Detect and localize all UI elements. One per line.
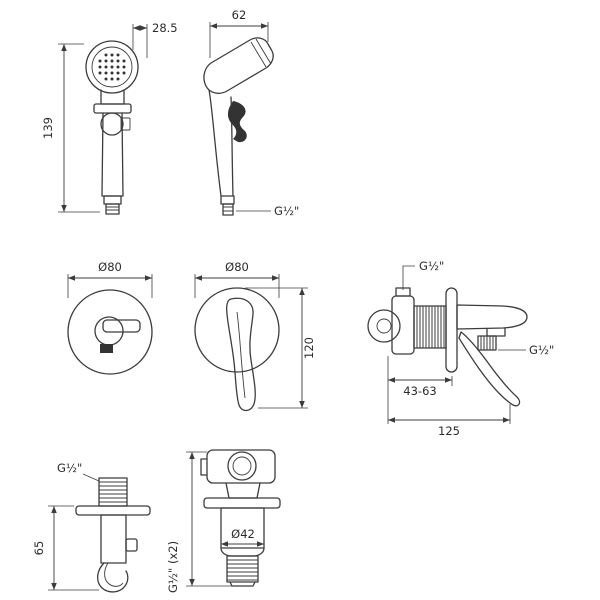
handshower-front-figure: 139 28.5 (41, 21, 178, 215)
thread-callout-bottom: G½" (236, 204, 299, 218)
thread-label-g12-x2: G½" (x2) (166, 541, 180, 593)
dim-label-120: 120 (302, 337, 316, 359)
dimension-d42: Ø42 (221, 527, 264, 547)
dimension-65: 65 (32, 505, 99, 591)
dimension-62: 62 (209, 8, 269, 58)
dim-label-65: 65 (32, 541, 46, 556)
dim-label-43-63: 43-63 (403, 384, 436, 398)
wall-holder-figure: G½" 65 (32, 461, 151, 593)
dimension-g12-x2: G½" (x2) (166, 451, 232, 593)
dim-label-d80-left: Ø80 (98, 260, 122, 274)
thread-callout-holder: G½" (57, 461, 100, 482)
thread-callout-top: G½" (402, 259, 444, 290)
dim-label-d80-center: Ø80 (225, 260, 249, 274)
dim-label-139: 139 (41, 117, 55, 139)
wall-elbow-figure: Ø42 G½" (x2) (166, 449, 281, 593)
lever-trim-figure: Ø80 120 (194, 260, 316, 412)
dimension-139: 139 (41, 43, 100, 213)
handshower-side-figure: 62 G½" (203, 8, 299, 218)
dimension-28-5: 28.5 (132, 21, 178, 58)
spray-nozzle-dots (98, 53, 126, 81)
dim-label-d42: Ø42 (231, 527, 255, 541)
round-trim-figure: Ø80 (67, 260, 153, 375)
dim-label-28-5: 28.5 (152, 21, 178, 35)
thread-label-outlet: G½" (529, 343, 554, 357)
dimension-120: 120 (245, 287, 316, 409)
thread-callout-outlet: G½" (498, 343, 554, 357)
dim-label-125: 125 (438, 424, 460, 438)
mixer-side-figure: G½" G½" 43-63 125 (367, 259, 554, 438)
dimension-d80-center: Ø80 (194, 260, 280, 298)
dimension-d80-left: Ø80 (67, 260, 153, 298)
thread-label-g12: G½" (274, 204, 299, 218)
thread-label-top: G½" (419, 259, 444, 273)
dimension-125: 125 (388, 404, 511, 438)
dimension-43-63: 43-63 (387, 356, 453, 424)
thread-label-holder: G½" (57, 461, 82, 475)
dim-label-62: 62 (232, 8, 247, 22)
